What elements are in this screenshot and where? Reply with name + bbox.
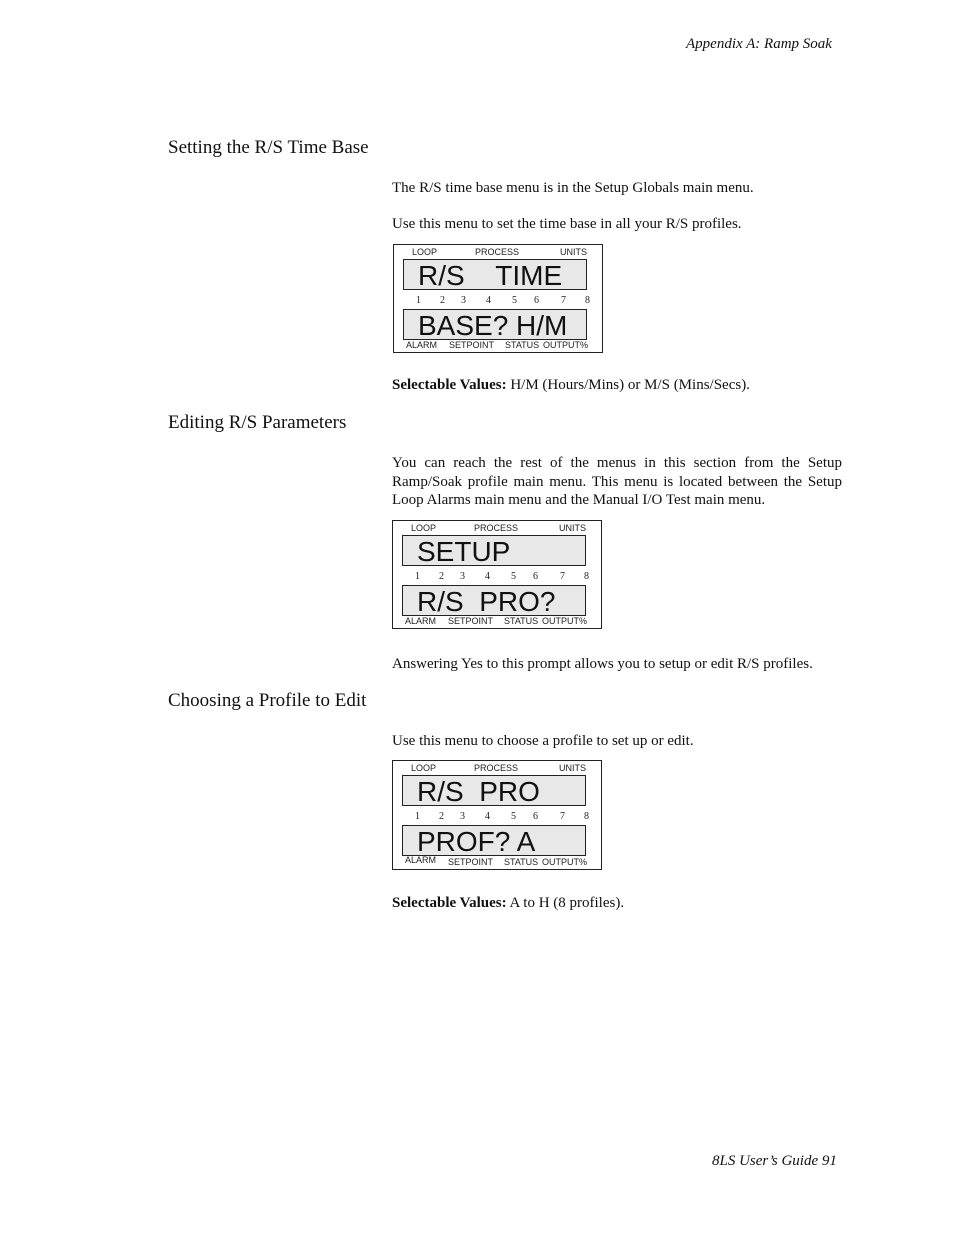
lcd-label-units: UNITS [559,763,586,773]
channel-number: 3 [461,295,466,306]
lcd-label-output: OUTPUT% [542,616,587,626]
section-heading-editing: Editing R/S Parameters [168,412,347,433]
lcd-label-status: STATUS [504,857,539,867]
lcd-label-setpoint: SETPOINT [448,616,494,626]
channel-number: 7 [560,571,565,582]
lcd-channel-numbers: 1 2 3 4 5 6 7 8 [404,295,590,307]
lcd-label-status: STATUS [505,340,540,350]
channel-number: 8 [585,295,590,306]
channel-number: 3 [460,571,465,582]
channel-number: 2 [439,811,444,822]
channel-number: 4 [485,571,490,582]
paragraph: Use this menu to choose a profile to set… [392,733,694,749]
lcd-line-2: PROF? A [402,825,586,857]
channel-number: 5 [512,295,517,306]
paragraph: Answering Yes to this prompt allows you … [392,656,813,672]
lcd-channel-numbers: 1 2 3 4 5 6 7 8 [403,811,589,823]
selectable-values-label: Selectable Values: [392,895,507,911]
lcd-display-profile: LOOP PROCESS UNITS R/S PRO 1 2 3 4 5 6 7… [392,760,602,870]
channel-number: 1 [415,571,420,582]
channel-number: 5 [511,811,516,822]
paragraph: Use this menu to set the time base in al… [392,216,742,232]
lcd-channel-numbers: 1 2 3 4 5 6 7 8 [403,571,589,583]
lcd-label-output: OUTPUT% [543,340,588,350]
lcd-label-alarm: ALARM [405,616,437,626]
selectable-values-text: H/M (Hours/Mins) or M/S (Mins/Secs). [506,377,750,393]
channel-number: 2 [440,295,445,306]
section-heading-choosing-profile: Choosing a Profile to Edit [168,690,367,711]
lcd-label-alarm: ALARM [406,340,438,350]
lcd-label-process: PROCESS [474,523,519,533]
channel-number: 1 [416,295,421,306]
lcd-line-1: R/S PRO [402,775,586,807]
lcd-label-output: OUTPUT% [542,857,587,867]
paragraph: You can reach the rest of the menus in t… [392,455,842,508]
channel-number: 6 [533,571,538,582]
channel-number: 4 [486,295,491,306]
channel-number: 8 [584,571,589,582]
lcd-label-status: STATUS [504,616,539,626]
channel-number: 7 [561,295,566,306]
section-heading-time-base: Setting the R/S Time Base [168,137,369,158]
lcd-label-loop: LOOP [412,247,438,257]
lcd-label-units: UNITS [560,247,587,257]
selectable-values-time-base: Selectable Values: H/M (Hours/Mins) or M… [392,376,842,395]
lcd-display-setup: LOOP PROCESS UNITS SETUP 1 2 3 4 5 6 7 8… [392,520,602,629]
channel-number: 7 [560,811,565,822]
lcd-label-setpoint: SETPOINT [449,340,495,350]
lcd-label-loop: LOOP [411,763,437,773]
lcd-label-loop: LOOP [411,523,437,533]
selectable-values-profile: Selectable Values: A to H (8 profiles). [392,894,842,913]
lcd-label-process: PROCESS [474,763,519,773]
channel-number: 3 [460,811,465,822]
channel-number: 5 [511,571,516,582]
lcd-label-process: PROCESS [475,247,520,257]
channel-number: 6 [534,295,539,306]
channel-number: 4 [485,811,490,822]
lcd-line-1: SETUP [402,535,586,567]
lcd-line-2: BASE? H/M [403,309,587,341]
lcd-display-time-base: LOOP PROCESS UNITS R/S TIME 1 2 3 4 5 6 … [393,244,603,353]
lcd-label-setpoint: SETPOINT [448,857,494,867]
channel-number: 6 [533,811,538,822]
channel-number: 8 [584,811,589,822]
channel-number: 2 [439,571,444,582]
paragraph: The R/S time base menu is in the Setup G… [392,180,754,196]
channel-number: 1 [415,811,420,822]
selectable-values-text: A to H (8 profiles). [506,895,625,911]
running-header: Appendix A: Ramp Soak [686,36,832,52]
lcd-line-1: R/S TIME [403,259,587,291]
selectable-values-label: Selectable Values: [392,377,507,393]
lcd-label-units: UNITS [559,523,586,533]
lcd-line-2: R/S PRO? [402,585,586,617]
lcd-label-alarm: ALARM [405,855,437,865]
running-footer: 8LS User’s Guide 91 [712,1153,837,1169]
